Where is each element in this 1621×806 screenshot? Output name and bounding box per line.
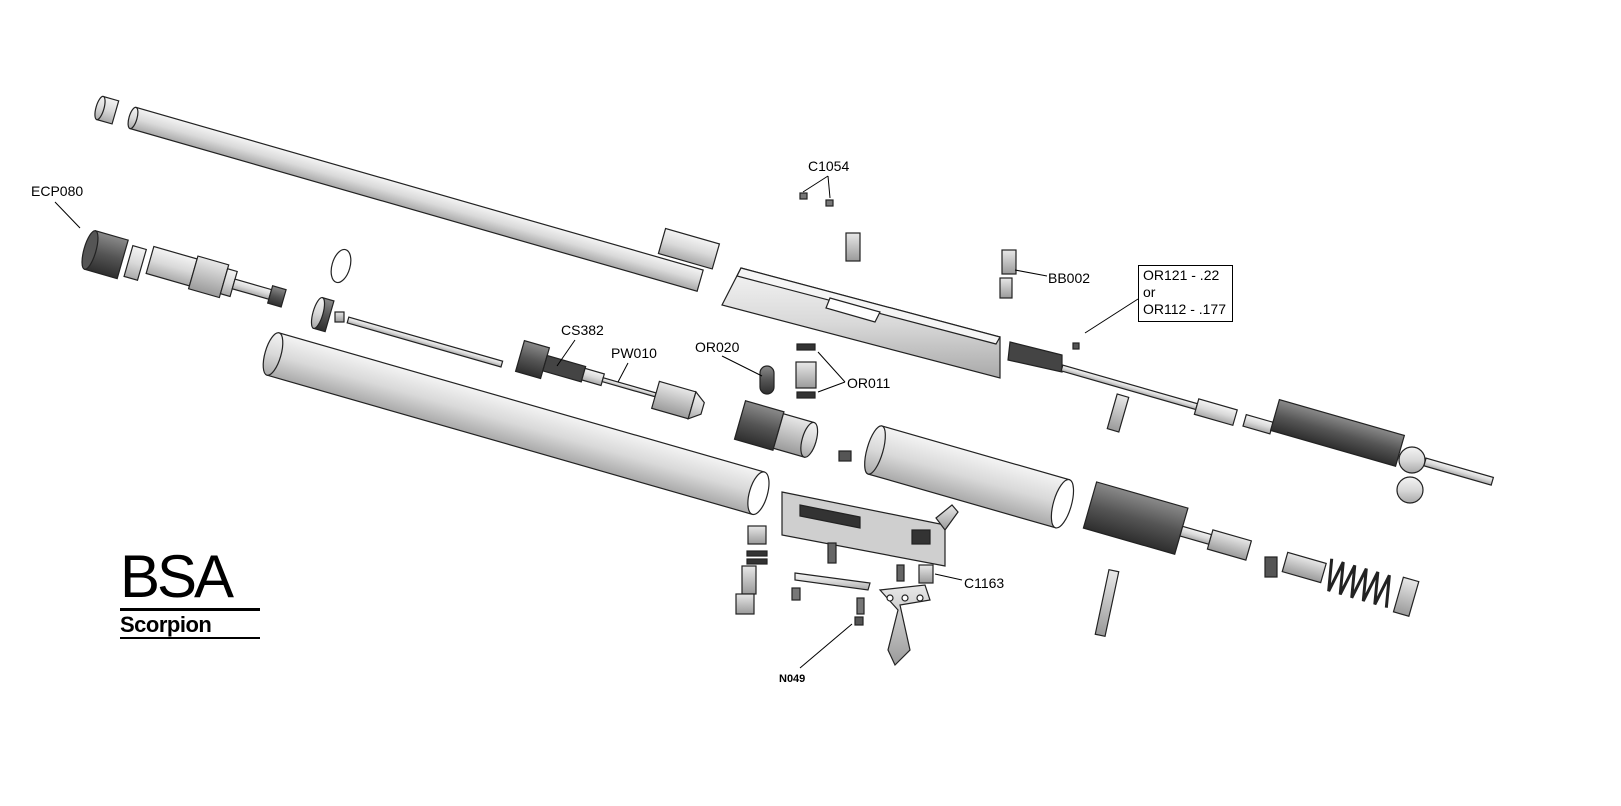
transfer-rod-part: [346, 316, 504, 368]
bolt-handle-part: [1007, 341, 1063, 373]
ring-part: [330, 248, 352, 284]
label-or020: OR020: [695, 339, 740, 355]
probe-part: [1060, 364, 1274, 435]
label-cs382: CS382: [561, 322, 604, 338]
cocking-pin-part: [1106, 393, 1130, 433]
oring-size-box: OR121 - .22 or OR112 - .177: [1138, 265, 1234, 322]
screw-c1054-part: [845, 232, 861, 262]
pin-part: [856, 597, 865, 615]
screw-bb002-part: [1001, 249, 1017, 275]
trigger-assembly-part: [794, 572, 931, 667]
valve-body-part: [733, 400, 819, 458]
small-washer-part: [838, 450, 852, 462]
small-nut-part: [334, 311, 345, 323]
n049-part: [854, 616, 864, 626]
front-body-part: [145, 245, 287, 308]
barrel-cap-part: [94, 95, 120, 125]
c1054-grub-1: [799, 192, 808, 200]
bolt-ball-part: [1398, 446, 1426, 474]
oring-probe-part: [1072, 342, 1080, 350]
rear-dark-tube-part: [1082, 481, 1253, 561]
air-cylinder-part: [262, 332, 770, 516]
rear-tube-part: [1269, 398, 1406, 467]
trigger-block-part: [781, 491, 959, 567]
brand-rule: [120, 608, 260, 611]
seal-part: [310, 296, 335, 333]
label-n049: N049: [779, 673, 806, 685]
breech-block-part: [721, 267, 1001, 379]
oring-line-1: OR121 - .22: [1143, 267, 1220, 283]
oring-line-3: OR112 - .177: [1143, 301, 1227, 317]
or020-ring-part: [759, 365, 775, 395]
rear-cylinder-light-part: [864, 425, 1075, 529]
valve-spring-cs382-part: [514, 339, 705, 420]
leader-lines: [54, 175, 1139, 669]
screw-bb002b-part: [999, 277, 1013, 299]
c1054-grub-2: [825, 199, 834, 207]
label-ecp080: ECP080: [31, 183, 84, 199]
trigger-screw-part: [791, 587, 801, 601]
c1163-part: [918, 564, 934, 584]
or011-valve-part: [795, 343, 817, 399]
left-stack-parts: [735, 525, 768, 615]
brand-model: Scorpion: [120, 612, 212, 637]
brand-name: BSA: [120, 543, 234, 610]
hammer-spring-part: [1281, 551, 1420, 617]
sear-blade-part: [1094, 568, 1120, 638]
brand-logo: BSA Scorpion: [120, 543, 260, 639]
label-c1054: C1054: [808, 158, 850, 174]
label-pw010: PW010: [611, 345, 657, 361]
spring-small-2-part: [896, 564, 905, 582]
bolt-ball-lower-part: [1396, 476, 1424, 504]
rear-rod-part: [1423, 457, 1495, 486]
spring-small-part: [827, 542, 837, 564]
end-cap-ecp080-part: [81, 230, 148, 282]
rear-small-part: [1264, 556, 1278, 578]
brand-rule-bottom: [120, 637, 260, 639]
label-or011: OR011: [847, 375, 891, 391]
oring-line-2: or: [1143, 284, 1156, 300]
label-bb002: BB002: [1048, 270, 1091, 286]
label-c1163: C1163: [964, 575, 1005, 591]
barrel-part: [127, 106, 721, 292]
